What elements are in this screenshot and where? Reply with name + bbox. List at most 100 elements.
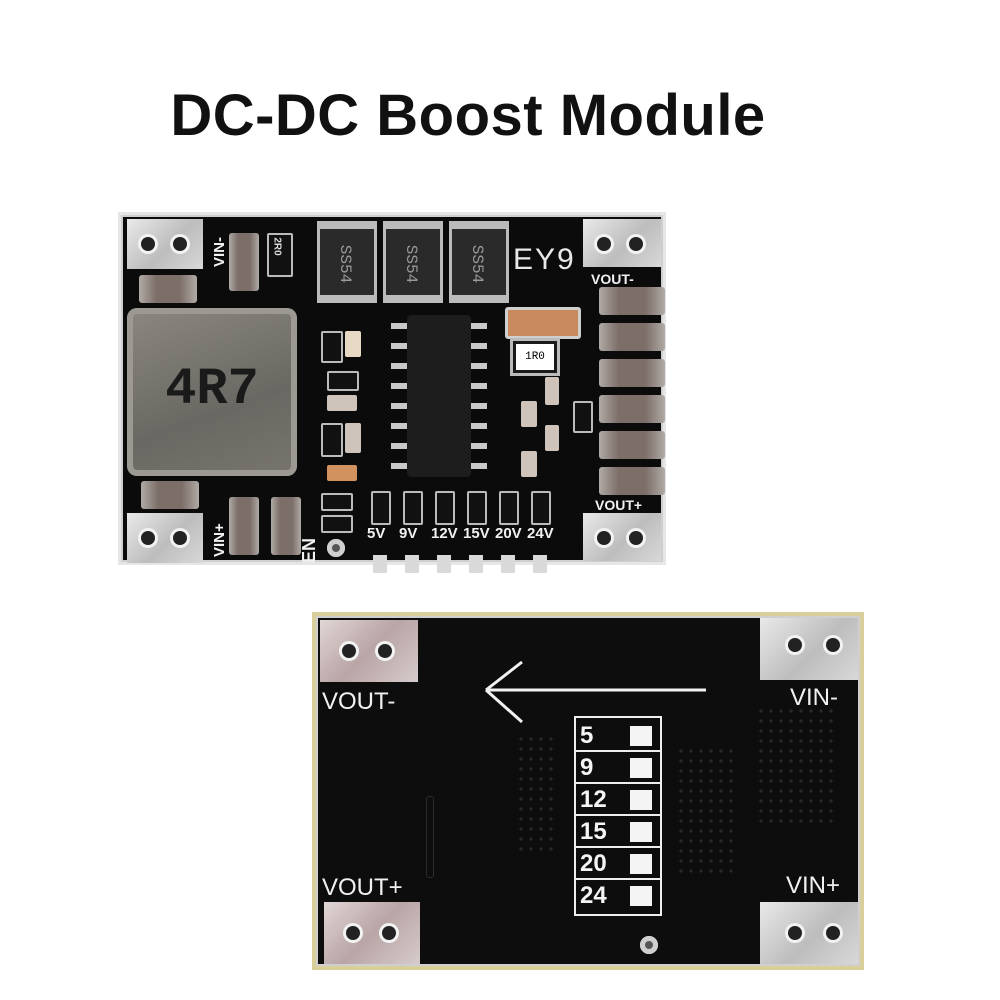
voltage-table-value: 5 bbox=[580, 722, 594, 749]
smd-resistor bbox=[321, 331, 343, 363]
vout-plus-pad bbox=[324, 902, 420, 964]
vout-minus-label: VOUT- bbox=[322, 688, 396, 715]
vin-plus-label: VIN+ bbox=[786, 872, 841, 899]
capacitor bbox=[229, 233, 259, 291]
voltage-option-label: 5V bbox=[367, 525, 386, 542]
voltage-select-resistor bbox=[371, 491, 391, 525]
inductor: 4R7 bbox=[127, 308, 297, 476]
voltage-table-row: 5 bbox=[576, 720, 660, 752]
ic-pin bbox=[471, 383, 487, 389]
voltage-select-resistor bbox=[499, 491, 519, 525]
en-hole bbox=[327, 539, 345, 557]
resistor-marking: 2R0 bbox=[271, 237, 283, 256]
boost-module-top-side: VIN- VIN+ VOUT- VOUT+ EN EY9 4R7 2R0 SS5… bbox=[118, 212, 666, 573]
brand-label: EY9 bbox=[513, 243, 576, 276]
ic-pin bbox=[391, 403, 407, 409]
smd-resistor bbox=[321, 493, 353, 511]
solder-jumper-pad bbox=[630, 886, 652, 906]
vout-minus-pad bbox=[320, 620, 418, 682]
vout-plus-label: VOUT+ bbox=[322, 874, 403, 901]
ic-pin bbox=[471, 403, 487, 409]
vin-plus-pad bbox=[760, 902, 858, 964]
resistor bbox=[267, 233, 293, 277]
voltage-table-row: 15 bbox=[576, 816, 660, 848]
inductor-marking: 4R7 bbox=[165, 360, 259, 419]
voltage-table-value: 15 bbox=[580, 818, 607, 845]
vin-minus-pad bbox=[760, 618, 858, 680]
output-capacitor bbox=[599, 359, 665, 387]
capacitor bbox=[141, 481, 199, 509]
left-arrow-icon bbox=[485, 660, 706, 724]
vout-plus-pad bbox=[583, 513, 661, 561]
ic-pin bbox=[471, 363, 487, 369]
capacitor bbox=[229, 497, 259, 555]
voltage-table-row: 24 bbox=[576, 880, 660, 912]
output-capacitor bbox=[599, 467, 665, 495]
voltage-select-contact bbox=[405, 555, 419, 573]
via-pattern bbox=[516, 734, 556, 854]
solder-jumper-pad bbox=[630, 822, 652, 842]
voltage-option-label: 12V bbox=[431, 525, 458, 542]
ic-pin bbox=[391, 383, 407, 389]
smd-capacitor bbox=[327, 465, 357, 481]
ic-pin bbox=[391, 363, 407, 369]
voltage-table-value: 20 bbox=[580, 850, 607, 877]
voltage-select-contact bbox=[437, 555, 451, 573]
voltage-option-label: 24V bbox=[527, 525, 554, 542]
vout-minus-pad bbox=[583, 219, 661, 267]
voltage-table-value: 9 bbox=[580, 754, 594, 781]
boost-controller-ic bbox=[407, 315, 471, 477]
diode-marking: SS54 bbox=[402, 244, 421, 284]
smd-capacitor bbox=[345, 423, 361, 453]
voltage-select-table: 5 9 12 15 20 24 bbox=[574, 716, 662, 916]
smd-resistor bbox=[321, 423, 343, 457]
ic-pin bbox=[391, 423, 407, 429]
solder-jumper-pad bbox=[630, 758, 652, 778]
output-capacitor bbox=[599, 287, 665, 315]
ic-pin bbox=[471, 463, 487, 469]
ic-pin bbox=[391, 463, 407, 469]
smd-resistor bbox=[327, 371, 359, 391]
output-capacitor bbox=[599, 431, 665, 459]
vout-plus-label: VOUT+ bbox=[595, 497, 643, 513]
schottky-diode: SS54 bbox=[317, 221, 377, 303]
smd-capacitor bbox=[545, 377, 559, 405]
smd-resistor bbox=[321, 515, 353, 533]
ic-pin bbox=[391, 443, 407, 449]
vin-minus-label: VIN- bbox=[211, 237, 228, 267]
smd-capacitor bbox=[327, 395, 357, 411]
smd-resistor bbox=[573, 401, 593, 433]
vin-minus-pad bbox=[127, 219, 203, 269]
schottky-diode: SS54 bbox=[383, 221, 443, 303]
via-pattern bbox=[756, 706, 836, 826]
ic-pin bbox=[471, 343, 487, 349]
diode-marking: SS54 bbox=[468, 244, 487, 284]
voltage-select-resistor bbox=[467, 491, 487, 525]
voltage-table-row: 12 bbox=[576, 784, 660, 816]
voltage-table-value: 24 bbox=[580, 882, 607, 909]
ic-pin bbox=[471, 423, 487, 429]
capacitor bbox=[139, 275, 197, 303]
trace bbox=[426, 796, 434, 878]
voltage-select-contact bbox=[533, 555, 547, 573]
voltage-select-resistor bbox=[435, 491, 455, 525]
voltage-table-row: 9 bbox=[576, 752, 660, 784]
smd-capacitor bbox=[521, 401, 537, 427]
output-capacitor bbox=[599, 395, 665, 423]
voltage-select-contact bbox=[469, 555, 483, 573]
vout-minus-label: VOUT- bbox=[591, 271, 634, 287]
voltage-table-value: 12 bbox=[580, 786, 607, 813]
ic-pin bbox=[391, 323, 407, 329]
en-label: EN bbox=[299, 537, 319, 563]
voltage-select-resistor bbox=[403, 491, 423, 525]
voltage-select-resistor bbox=[531, 491, 551, 525]
tantalum-capacitor bbox=[505, 307, 581, 339]
vin-plus-pad bbox=[127, 513, 203, 563]
solder-jumper-pad bbox=[630, 854, 652, 874]
solder-jumper-pad bbox=[630, 726, 652, 746]
page-title: DC-DC Boost Module bbox=[170, 83, 766, 148]
smd-capacitor bbox=[545, 425, 559, 451]
via-pattern bbox=[676, 746, 736, 876]
voltage-option-label: 20V bbox=[495, 525, 522, 542]
